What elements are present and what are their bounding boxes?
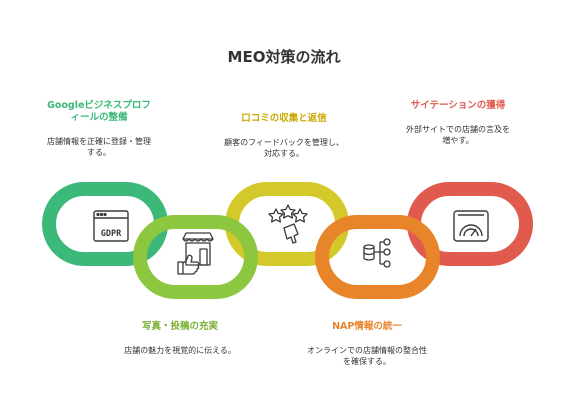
gauge-icon (453, 210, 489, 242)
chain-link-orange (315, 215, 440, 299)
step-title: 写真・投稿の充実 (141, 321, 218, 332)
chain-link-lime (133, 215, 258, 299)
step-title: 口コミの収集と返信 (241, 113, 327, 124)
step-title: サイテーションの獲得 (410, 100, 506, 111)
gdpr-window-icon: GDPR (93, 210, 129, 242)
svg-text:GDPR: GDPR (101, 229, 122, 239)
star-rating-icon (268, 204, 308, 244)
step-description: 店舗情報を正確に登録・管理する。 (47, 137, 151, 157)
step-title: Googleビジネスプロフィールの整備 (47, 100, 151, 123)
step-photos-posts: 写真・投稿の充実 店舗の魅力を視覚的に伝える。 (118, 321, 242, 356)
storefront-thumbs-up-icon (177, 232, 214, 275)
step-citations: サイテーションの獲得 外部サイトでの店舗の言及を増やす。 (404, 100, 512, 146)
step-description: 顧客のフィードバックを管理し、対応する。 (224, 138, 344, 158)
database-network-icon (363, 238, 391, 268)
page-title: MEO対策の流れ (227, 48, 341, 66)
step-title: NAP情報の統一 (332, 321, 402, 332)
step-reviews: 口コミの収集と返信 顧客のフィードバックを管理し、対応する。 (222, 113, 346, 159)
step-description: 店舗の魅力を視覚的に伝える。 (124, 346, 236, 355)
step-google-business-profile: Googleビジネスプロフィールの整備 店舗情報を正確に登録・管理する。 (47, 100, 151, 158)
step-description: オンラインでの店舗情報の整合性を確保する。 (307, 346, 427, 366)
step-description: 外部サイトでの店舗の言及を増やす。 (406, 125, 510, 145)
step-nap-consistency: NAP情報の統一 オンラインでの店舗情報の整合性を確保する。 (305, 321, 429, 367)
